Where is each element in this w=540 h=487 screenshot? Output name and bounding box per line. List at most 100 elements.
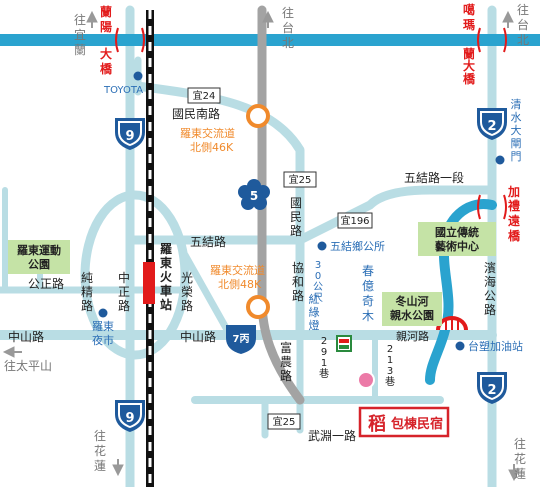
label-sports-park-1: 羅東運動 <box>17 243 61 257</box>
label-hongludeng: 紅 綠 燈 <box>309 293 320 332</box>
svg-text:路: 路 <box>292 288 304 303</box>
shield-hwy2-bottom-num: 2 <box>487 383 496 398</box>
dir-to-taipei-top: 往 台 北 <box>282 5 294 50</box>
svg-text:往: 往 <box>517 2 529 17</box>
svg-text:車: 車 <box>160 283 172 298</box>
svg-text:路: 路 <box>118 298 130 313</box>
svg-text:花: 花 <box>514 451 526 466</box>
label-dongshan-1: 冬山河 <box>396 294 429 308</box>
svg-text:橋: 橋 <box>463 71 476 86</box>
bridge-lanyang-label: 蘭 陽 大 橋 <box>100 4 113 76</box>
svg-text:國: 國 <box>290 196 302 210</box>
shield-yi25-bottom-label: 宜25 <box>273 415 296 428</box>
inn-box <box>358 406 450 438</box>
svg-text:燈: 燈 <box>309 318 320 332</box>
svg-text:噶: 噶 <box>463 2 475 17</box>
shield-yi24-label: 宜24 <box>193 89 216 102</box>
svg-text:綠: 綠 <box>309 306 320 319</box>
label-zhongshan-left: 中山路 <box>8 329 44 344</box>
label-interchange-south-2: 北側48K <box>218 278 262 291</box>
label-dongshan-2: 親水公園 <box>390 308 434 322</box>
svg-text:路: 路 <box>81 298 93 313</box>
svg-text:羅: 羅 <box>160 242 172 256</box>
poi-sports-park-box <box>8 240 70 274</box>
dir-to-yilan: 往 宜 蘭 <box>74 12 86 57</box>
label-chunjing: 純 精 路 <box>81 271 93 313</box>
rivers <box>0 34 540 385</box>
label-arts-center-1: 國立傳統 <box>435 225 479 239</box>
svg-text:蓮: 蓮 <box>94 459 106 473</box>
label-wujie-1: 五結路一段 <box>404 170 464 185</box>
railway <box>146 10 154 487</box>
road-ring <box>80 190 190 360</box>
dir-to-hualien-left: 往 花 蓮 <box>94 428 106 473</box>
label-lane213: 2 1 3 巷 <box>385 344 395 388</box>
label-interchange-south-1: 羅東交流道 <box>210 263 265 277</box>
svg-text:北: 北 <box>517 33 529 47</box>
svg-text:橋: 橋 <box>100 61 113 76</box>
label-guomin-road: 國 民 路 <box>290 196 302 238</box>
shield-hwy9-bottom <box>115 400 145 432</box>
svg-text:往: 往 <box>74 12 86 27</box>
shield-hwy9-top <box>115 118 145 150</box>
bridge-markers <box>115 27 507 220</box>
svg-text:2: 2 <box>321 336 327 347</box>
label-interchange-north-1: 羅東交流道 <box>180 126 235 140</box>
svg-text:紅: 紅 <box>309 293 320 306</box>
shield-hwy2-top <box>477 108 507 140</box>
shield-hwy2-bottom <box>477 372 507 404</box>
svg-text:瑪: 瑪 <box>463 17 475 32</box>
label-zhongshan-mid: 中山路 <box>180 329 216 344</box>
svg-text:1: 1 <box>387 355 393 366</box>
svg-text:光: 光 <box>181 271 193 285</box>
svg-text:公: 公 <box>313 282 323 293</box>
svg-text:奇: 奇 <box>362 294 374 308</box>
svg-text:春: 春 <box>362 264 374 278</box>
svg-text:2: 2 <box>387 344 393 355</box>
svg-text:花: 花 <box>94 443 106 458</box>
svg-text:協: 協 <box>292 260 304 275</box>
svg-text:往: 往 <box>514 436 526 451</box>
svg-text:中: 中 <box>118 270 130 285</box>
svg-text:農: 農 <box>280 355 292 369</box>
shield-yi196 <box>337 212 373 229</box>
shield-hwy9-bottom-num: 9 <box>125 411 134 426</box>
svg-text:台: 台 <box>282 20 294 35</box>
label-gongzheng: 公正路 <box>28 276 64 291</box>
svg-text:巷: 巷 <box>385 376 395 388</box>
svg-text:門: 門 <box>511 150 522 163</box>
svg-text:橋: 橋 <box>508 228 521 243</box>
svg-text:路: 路 <box>484 302 496 317</box>
svg-text:榮: 榮 <box>181 285 193 299</box>
svg-text:大: 大 <box>463 58 475 73</box>
svg-text:路: 路 <box>181 298 193 313</box>
poi-dongshan-box <box>382 292 442 326</box>
label-wujie-road: 五結路 <box>190 234 226 249</box>
station-marker <box>143 262 155 304</box>
svg-text:正: 正 <box>118 285 130 299</box>
shield-hwy2-top-num: 2 <box>487 119 496 134</box>
poi-night-market-dot <box>98 308 108 318</box>
poi-qingshui-dot <box>495 155 505 165</box>
label-night-market-2: 夜市 <box>92 333 114 347</box>
label-lane291: 2 9 1 巷 <box>319 336 329 380</box>
svg-text:億: 億 <box>362 279 374 293</box>
svg-text:和: 和 <box>292 275 304 289</box>
poi-toyota-dot <box>133 71 143 81</box>
inn-target-dot <box>357 371 375 389</box>
label-qingshui: 清 水 大 閘 門 <box>511 98 522 163</box>
shield-yi24 <box>187 87 221 104</box>
label-binhai: 濱 海 公 路 <box>484 261 496 317</box>
label-wuyuan: 武淵一路 <box>308 428 356 443</box>
svg-text:公: 公 <box>484 289 496 303</box>
text-labels: 往 宜 蘭 往 台 北 往 台 北 往太平山 往 花 蓮 往 花 蓮 蘭 陽 <box>4 2 529 481</box>
shield-yi25-bottom <box>267 413 301 430</box>
shield-yi25-top <box>283 171 317 188</box>
shield-hwy9-top-num: 9 <box>125 129 134 144</box>
svg-text:台: 台 <box>517 17 529 32</box>
svg-text:0: 0 <box>315 271 321 282</box>
road-guomin-south <box>125 80 305 180</box>
shield-hwy7 <box>226 325 256 354</box>
label-guomin-south: 國民南路 <box>172 106 220 121</box>
